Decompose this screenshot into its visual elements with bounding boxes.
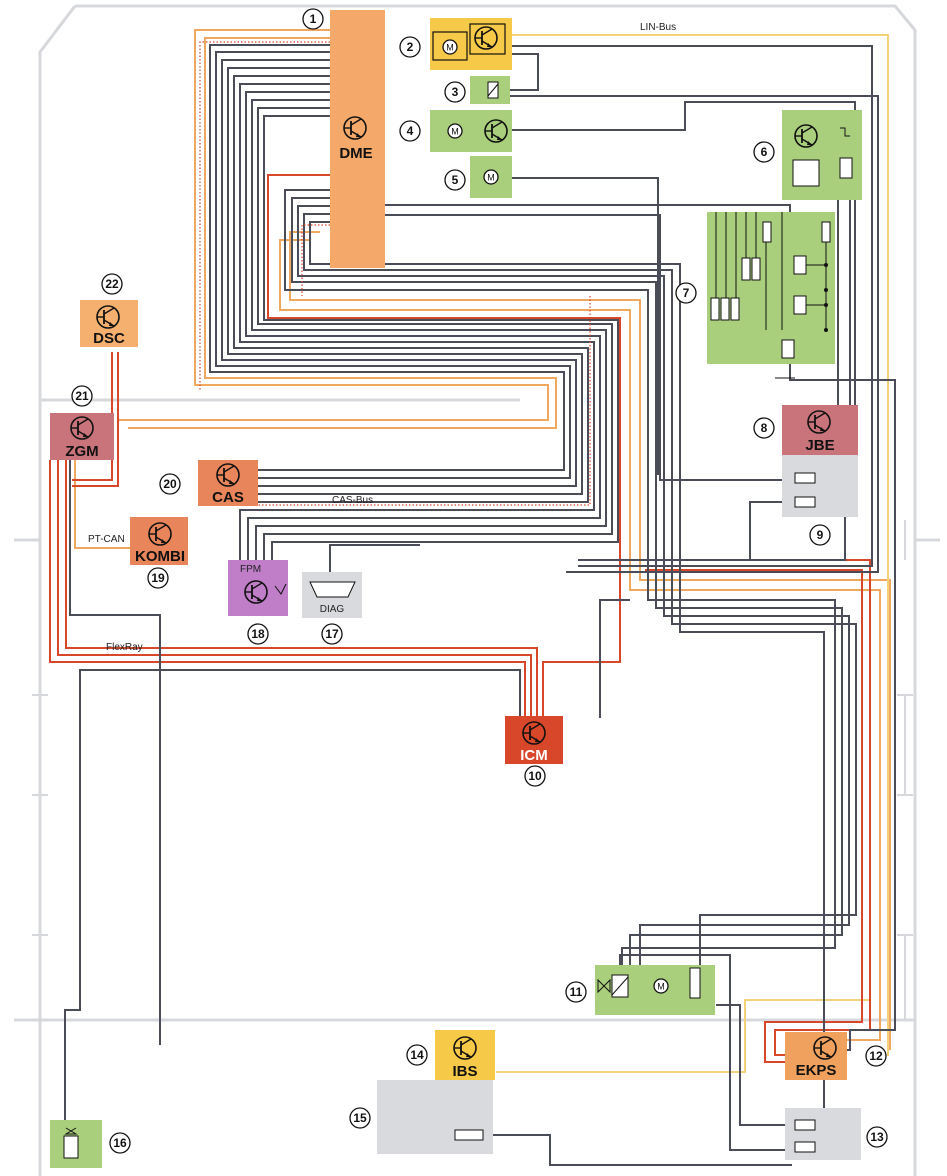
callout-9: 9 [809,524,831,546]
svg-text:21: 21 [75,389,89,403]
fpm-label: FPM [240,564,261,575]
wire-orange [74,29,891,1050]
svg-text:2: 2 [407,40,414,54]
svg-text:5: 5 [452,173,459,187]
callout-4: 4 [399,120,421,142]
fpm-module[interactable]: FPM [228,560,288,616]
relay-3[interactable] [470,76,510,104]
cas-label: CAS [212,489,244,506]
callout-15: 15 [349,1107,371,1129]
svg-text:10: 10 [528,769,542,783]
kombi-module[interactable]: KOMBI [130,517,188,565]
callout-12: 12 [865,1045,887,1067]
svg-text:1: 1 [310,12,317,26]
module-6[interactable] [782,110,862,200]
callout-numbers: 1 2 3 4 5 6 7 8 9 10 11 12 13 14 15 16 1… [71,8,888,1154]
jbe-module[interactable]: JBE [782,405,858,455]
cas-bus-label: CAS-Bus [332,495,373,506]
vehicle-outline [14,4,940,1176]
wire-yellow [496,34,889,1073]
dsc-label: DSC [93,330,125,347]
callout-18: 18 [247,623,269,645]
svg-text:17: 17 [325,627,339,641]
svg-text:7: 7 [683,286,690,300]
callout-22: 22 [101,273,123,295]
fuse-box-9[interactable] [782,455,858,517]
callout-10: 10 [524,765,546,787]
svg-text:22: 22 [105,277,119,291]
callout-5: 5 [444,169,466,191]
flexray-label: FlexRay [106,642,143,653]
cas-module[interactable]: CAS [198,460,258,506]
ibs-module[interactable]: IBS [435,1030,495,1080]
ibs-label: IBS [452,1063,477,1080]
motor-5[interactable] [470,156,512,198]
kombi-label: KOMBI [135,548,185,565]
callout-13: 13 [866,1126,888,1148]
callout-2: 2 [399,36,421,58]
dsc-module[interactable]: DSC [80,300,138,347]
svg-text:15: 15 [353,1111,367,1125]
valve-16[interactable] [50,1120,102,1168]
callout-19: 19 [147,567,169,589]
svg-text:6: 6 [761,145,768,159]
callout-3: 3 [444,81,466,103]
callout-21: 21 [71,385,93,407]
icm-label: ICM [520,747,548,764]
callout-11: 11 [565,981,587,1003]
callout-8: 8 [753,417,775,439]
zgm-label: ZGM [65,443,98,460]
callout-17: 17 [321,623,343,645]
ptcan-label: PT-CAN [88,534,125,545]
svg-text:9: 9 [817,528,824,542]
diag-connector[interactable]: DIAG [302,572,362,618]
diag-label: DIAG [320,604,345,615]
module-2[interactable] [430,18,512,70]
relay-box-7[interactable] [707,212,835,379]
zgm-module[interactable]: ZGM [50,413,114,460]
module-11[interactable] [595,965,715,1015]
icm-module[interactable]: ICM [505,716,563,764]
battery-15[interactable] [377,1080,493,1154]
svg-text:19: 19 [151,571,165,585]
callout-20: 20 [159,473,181,495]
svg-text:16: 16 [113,1136,127,1150]
module-4[interactable] [430,110,512,152]
callout-1: 1 [302,8,324,30]
jbe-label: JBE [805,437,834,454]
svg-text:8: 8 [761,421,768,435]
ekps-label: EKPS [796,1062,837,1079]
callout-14: 14 [406,1044,428,1066]
svg-text:3: 3 [452,85,459,99]
ekps-module[interactable]: EKPS [785,1032,847,1080]
wire-red [49,174,871,1063]
door-marks [32,520,913,1020]
dme-module[interactable]: DME [330,10,385,268]
svg-text:4: 4 [407,124,414,138]
svg-text:20: 20 [163,477,177,491]
callout-16: 16 [109,1132,131,1154]
fuse-box-13[interactable] [785,1108,861,1160]
callout-7: 7 [675,282,697,304]
svg-text:13: 13 [870,1130,884,1144]
svg-text:12: 12 [869,1049,883,1063]
dme-label: DME [339,145,372,162]
lin-bus-label: LIN-Bus [640,22,676,33]
callout-6: 6 [753,141,775,163]
wire-dotted [199,41,591,506]
svg-text:11: 11 [570,985,583,999]
svg-text:14: 14 [410,1048,424,1062]
svg-text:18: 18 [251,627,265,641]
